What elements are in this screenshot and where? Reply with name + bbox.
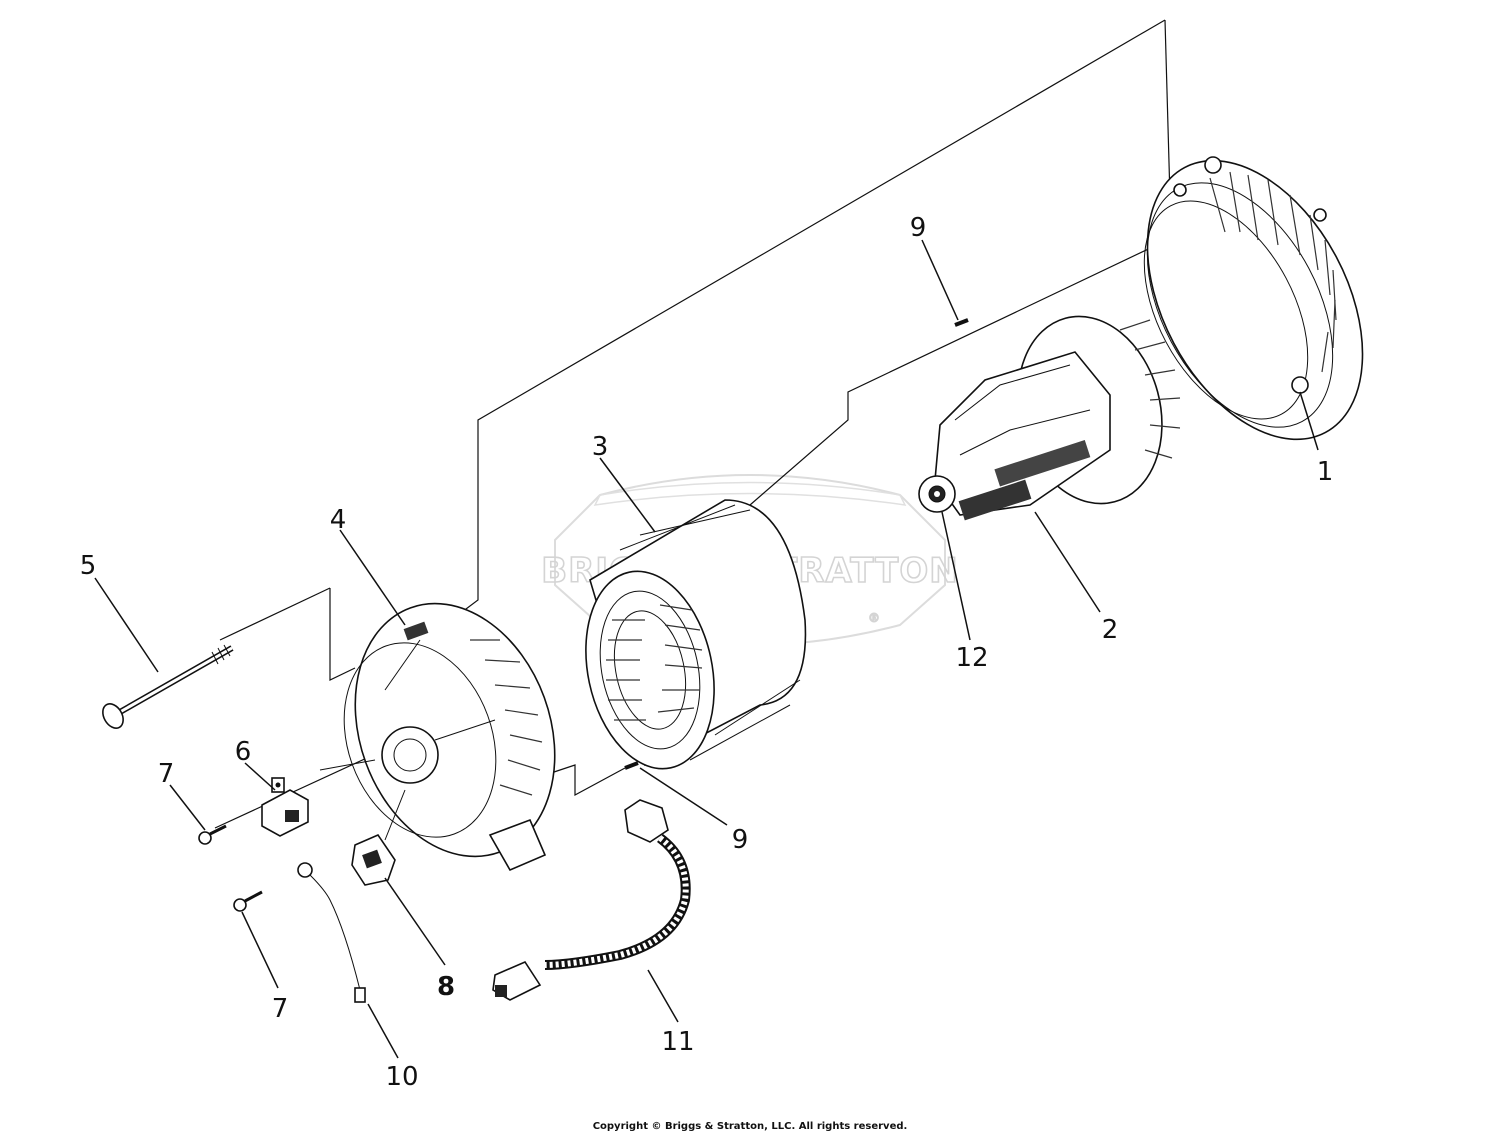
callout-7-lower: 7 bbox=[272, 994, 289, 1024]
part-3-stator bbox=[585, 499, 807, 770]
part-7-screw-upper bbox=[198, 824, 227, 845]
part-8-brush-holder bbox=[351, 834, 396, 886]
callout-numbers: 1 2 3 4 5 6 7 7 8 9 9 10 11 12 bbox=[80, 213, 1334, 1092]
part-6-bracket bbox=[261, 777, 309, 837]
part-5-through-bolt bbox=[102, 644, 234, 729]
callout-9-upper: 9 bbox=[910, 213, 927, 243]
callout-3: 3 bbox=[592, 432, 609, 462]
callout-leaders bbox=[94, 239, 1319, 1059]
callout-8: 8 bbox=[437, 972, 455, 1002]
part-7-screw-lower bbox=[233, 890, 263, 912]
part-2-rotor bbox=[918, 315, 1181, 521]
callout-10: 10 bbox=[385, 1062, 418, 1092]
callout-6: 6 bbox=[235, 737, 252, 767]
callout-7-upper: 7 bbox=[158, 759, 175, 789]
part-9-pin-lower bbox=[624, 761, 639, 770]
part-1-end-cover bbox=[1143, 156, 1364, 441]
copyright-notice: Copyright © Briggs & Stratton, LLC. All … bbox=[592, 1121, 908, 1132]
part-4-front-housing bbox=[319, 602, 556, 872]
watermark-registered-mark: ® bbox=[868, 611, 881, 625]
callout-5: 5 bbox=[80, 551, 97, 581]
callout-11: 11 bbox=[661, 1027, 694, 1057]
part-10-ground-wire bbox=[297, 862, 366, 1003]
part-11-wire-harness bbox=[492, 799, 691, 1001]
callout-9-lower: 9 bbox=[732, 825, 749, 855]
callout-4: 4 bbox=[330, 505, 347, 535]
callout-2: 2 bbox=[1102, 615, 1119, 645]
callout-1: 1 bbox=[1317, 457, 1334, 487]
callout-12: 12 bbox=[955, 643, 988, 673]
part-9-pin-upper bbox=[954, 318, 969, 327]
